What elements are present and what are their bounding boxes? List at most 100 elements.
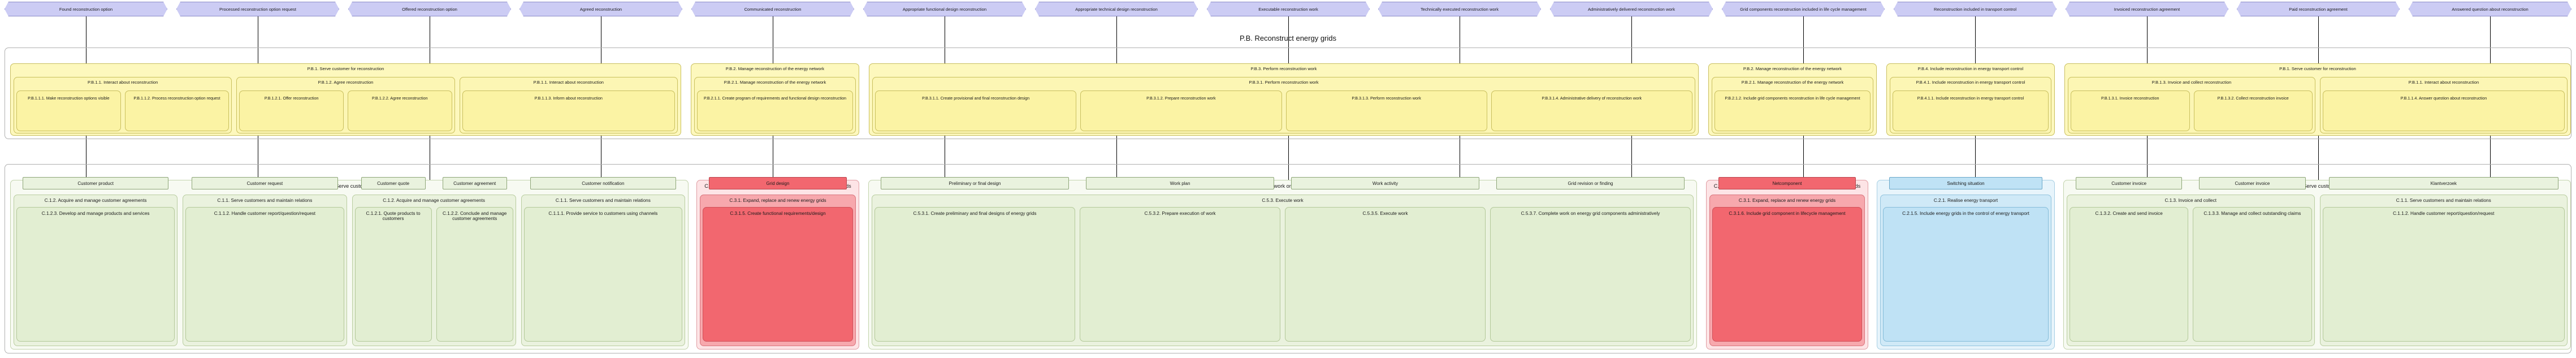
event-tag-label: Offered reconstruction option bbox=[402, 6, 457, 12]
event-tag-label: Grid components reconstruction included … bbox=[1740, 6, 1867, 12]
connector-line-15 bbox=[2490, 16, 2491, 337]
process-subgroup-label: P.B.3.1. Perform reconstruction work bbox=[1249, 80, 1319, 85]
capability-object-label: Klantverzoek bbox=[2430, 180, 2457, 186]
capability-object-chip[interactable]: Customer request bbox=[192, 177, 338, 189]
capability-leaf[interactable]: C.1.1.2. Handle customer report/question… bbox=[185, 177, 344, 342]
capability-object-chip[interactable]: Preliminary or final design bbox=[881, 177, 1069, 189]
connector-line-13 bbox=[2147, 16, 2148, 337]
process-subgroup-label: P.B.1.2. Agree reconstruction bbox=[318, 80, 374, 85]
event-tag-6[interactable]: Appropriate functional design reconstruc… bbox=[863, 2, 1026, 16]
event-tag-7[interactable]: Appropriate technical design reconstruct… bbox=[1035, 2, 1198, 16]
capability-leaf[interactable]: C.5.3.2. Prepare execution of work Work p… bbox=[1080, 177, 1280, 342]
process-leaf-label: P.B.1.2.1. Offer reconstruction bbox=[264, 96, 319, 101]
event-tag-8[interactable]: Executable reconstruction work bbox=[1207, 2, 1370, 16]
capability-leaf-label: C.2.1.5. Include energy grids in the con… bbox=[1902, 211, 2029, 216]
event-tag-5[interactable]: Communicated reconstruction bbox=[691, 2, 854, 16]
event-tag-9[interactable]: Technically executed reconstruction work bbox=[1378, 2, 1541, 16]
capability-object-label: Customer quote bbox=[377, 180, 410, 186]
capability-object-label: Customer agreement bbox=[453, 180, 496, 186]
event-tag-label: Reconstruction included in transport con… bbox=[1933, 6, 2017, 12]
event-tag-14[interactable]: Paid reconstruction agreement bbox=[2237, 2, 2400, 16]
capability-object-chip[interactable]: Customer invoice bbox=[2199, 177, 2306, 189]
process-leaf[interactable]: P.B.1.2.1. Offer reconstruction bbox=[239, 90, 344, 131]
capability-object-chip[interactable]: Customer quote bbox=[361, 177, 426, 189]
capability-leaf[interactable]: C.1.3.3. Manage and collect outstanding … bbox=[2193, 177, 2312, 342]
capability-object-label: Customer notification bbox=[582, 180, 625, 186]
process-leaf-label: P.B.2.1.2. Include grid components recon… bbox=[1725, 96, 1860, 101]
capability-leaf[interactable]: C.1.2.2. Conclude and manage customer ag… bbox=[436, 177, 513, 342]
capability-leaf[interactable]: C.1.2.3. Develop and manage products and… bbox=[16, 177, 175, 342]
capability-object-chip[interactable]: Grid design bbox=[709, 177, 847, 189]
capability-leaf-label: C.1.2.3. Develop and manage products and… bbox=[41, 211, 150, 216]
event-tag-3[interactable]: Offered reconstruction option bbox=[348, 2, 511, 16]
capability-leaf[interactable]: C.5.3.1. Create preliminary and final de… bbox=[874, 177, 1075, 342]
process-leaf[interactable]: P.B.2.1.2. Include grid components recon… bbox=[1715, 90, 1871, 131]
process-band-frame bbox=[5, 48, 2571, 139]
process-leaf[interactable]: P.B.1.1.1. Make reconstruction options v… bbox=[16, 90, 121, 131]
event-tag-2[interactable]: Processed reconstruction option request bbox=[176, 2, 339, 16]
event-tag-12[interactable]: Reconstruction included in transport con… bbox=[1894, 2, 2057, 16]
capability-subgroup-label: C.1.3. Invoice and collect bbox=[2164, 198, 2216, 203]
process-leaf[interactable]: P.B.1.2.2. Agree reconstruction bbox=[348, 90, 452, 131]
event-tag-15[interactable]: Answered question about reconstruction bbox=[2409, 2, 2571, 16]
process-leaf[interactable]: P.B.2.1.1. Create program of requirement… bbox=[697, 90, 853, 131]
capability-leaf-label: C.1.1.2. Handle customer report/question… bbox=[214, 211, 316, 216]
capability-object-chip[interactable]: Customer invoice bbox=[2076, 177, 2183, 189]
capability-object-chip[interactable]: Grid revision or finding bbox=[1496, 177, 1685, 189]
process-leaf[interactable]: P.B.1.1.2. Process reconstruction option… bbox=[124, 90, 230, 131]
process-leaf[interactable]: P.B.3.1.4. Administrative delivery of re… bbox=[1491, 90, 1692, 131]
process-leaf[interactable]: P.B.3.1.2. Prepare reconstruction work bbox=[1080, 90, 1282, 131]
process-subgroup-label: P.B.2.1. Manage reconstruction of the en… bbox=[1741, 80, 1844, 85]
event-tag-13[interactable]: Invoiced reconstruction agreement bbox=[2066, 2, 2228, 16]
process-leaf-label: P.B.1.3.2. Collect reconstruction invoic… bbox=[2217, 96, 2289, 101]
capability-leaf[interactable]: C.3.1.6. Include grid component in lifec… bbox=[1712, 177, 1862, 342]
event-tag-10[interactable]: Administratively delivered reconstructio… bbox=[1550, 2, 1713, 16]
process-leaf-label: P.B.1.1.3. Inform about reconstruction bbox=[534, 96, 603, 101]
capability-object-label: Customer invoice bbox=[2111, 180, 2147, 186]
capability-object-label: Work activity bbox=[1372, 180, 1399, 186]
capability-object-chip[interactable]: Switching situation bbox=[1889, 177, 2042, 189]
process-leaf-label: P.B.3.1.3. Perform reconstruction work bbox=[1352, 96, 1421, 101]
capability-object-chip[interactable]: Customer agreement bbox=[442, 177, 507, 189]
capability-leaf[interactable]: C.1.1.2. Handle customer report/question… bbox=[2322, 177, 2565, 342]
event-tag-1[interactable]: Found reconstruction option bbox=[5, 2, 167, 16]
capability-object-chip[interactable]: Klantverzoek bbox=[2328, 177, 2558, 189]
capability-subgroup-label: C.3.1. Expand, replace and renew energy … bbox=[729, 198, 826, 203]
event-tag-11[interactable]: Grid components reconstruction included … bbox=[1722, 2, 1885, 16]
capability-object-chip[interactable]: Netcomponent bbox=[1718, 177, 1856, 189]
event-tag-4[interactable]: Agreed reconstruction bbox=[519, 2, 682, 16]
process-leaf-label: P.B.3.1.4. Administrative delivery of re… bbox=[1542, 96, 1642, 101]
process-leaf[interactable]: P.B.3.1.3. Perform reconstruction work bbox=[1285, 90, 1487, 131]
process-leaf-label: P.B.3.1.1. Create provisional and final … bbox=[922, 96, 1030, 101]
process-leaf[interactable]: P.B.1.1.4. Answer question about reconst… bbox=[2323, 90, 2565, 131]
capability-subgroup-label: C.5.3. Execute work bbox=[1262, 198, 1304, 203]
capability-leaf-label: C.1.1.1. Provide service to customers us… bbox=[548, 211, 658, 216]
capability-object-label: Customer product bbox=[77, 180, 114, 186]
capability-leaf-label: C.5.3.2. Prepare execution of work bbox=[1144, 211, 1216, 216]
event-tag-label: Technically executed reconstruction work bbox=[1420, 6, 1499, 12]
capability-object-chip[interactable]: Customer notification bbox=[530, 177, 676, 189]
capability-object-chip[interactable]: Work plan bbox=[1086, 177, 1274, 189]
event-tag-label: Communicated reconstruction bbox=[744, 6, 802, 12]
process-leaf-label: P.B.1.1.4. Answer question about reconst… bbox=[2400, 96, 2487, 101]
capability-leaf[interactable]: C.1.1.1. Provide service to customers us… bbox=[523, 177, 682, 342]
process-leaf[interactable]: P.B.1.3.1. Invoice reconstruction bbox=[2071, 90, 2190, 131]
event-tag-label: Administratively delivered reconstructio… bbox=[1587, 6, 1676, 12]
process-leaf[interactable]: P.B.4.1.1. Include reconstruction in ene… bbox=[1893, 90, 2049, 131]
capability-object-chip[interactable]: Work activity bbox=[1291, 177, 1479, 189]
process-leaf-label: P.B.1.2.2. Agree reconstruction bbox=[372, 96, 428, 101]
capability-subgroup-label: C.1.2. Acquire and manage customer agree… bbox=[383, 198, 485, 203]
capability-leaf[interactable]: C.3.1.5. Create functional requirements/… bbox=[703, 177, 853, 342]
process-leaf[interactable]: P.B.1.3.2. Collect reconstruction invoic… bbox=[2193, 90, 2313, 131]
process-subgroup-label: P.B.1.1. Interact about reconstruction bbox=[533, 80, 604, 85]
process-leaf[interactable]: P.B.3.1.1. Create provisional and final … bbox=[875, 90, 1077, 131]
capability-leaf[interactable]: C.2.1.5. Include energy grids in the con… bbox=[1883, 177, 2049, 342]
capability-leaf[interactable]: C.5.3.7. Complete work on energy grid co… bbox=[1490, 177, 1691, 342]
process-group-label: P.B.3. Perform reconstruction work bbox=[1250, 66, 1317, 71]
process-leaf[interactable]: P.B.1.1.3. Inform about reconstruction bbox=[462, 90, 675, 131]
capability-object-chip[interactable]: Customer product bbox=[23, 177, 169, 189]
